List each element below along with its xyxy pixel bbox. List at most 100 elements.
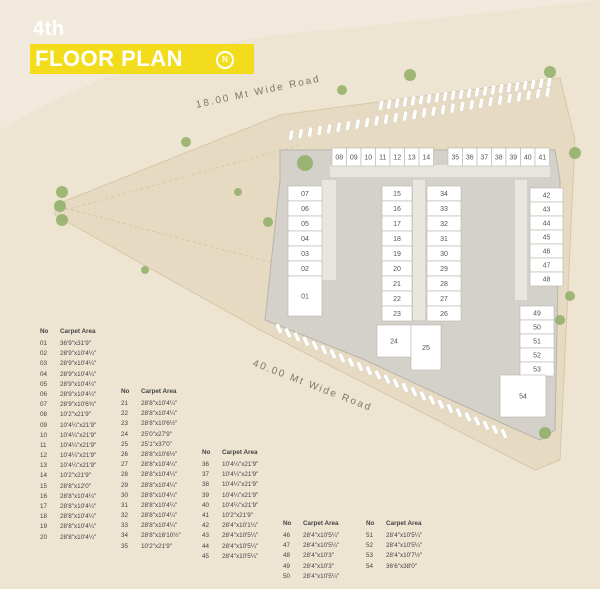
- unit-no: 42: [202, 522, 210, 530]
- unit-01: 01: [287, 275, 323, 317]
- unit-no: 04: [40, 370, 48, 378]
- unit-no: 50: [283, 572, 291, 580]
- unit-no: 41: [202, 511, 210, 519]
- unit-13: 13: [404, 147, 420, 167]
- carpet-area: 28'8"x10'6½": [141, 450, 178, 458]
- carpet-area: 28'8"x10'4¼": [141, 471, 178, 479]
- unit-27: 27: [426, 290, 462, 307]
- page-title: FLOOR PLAN: [35, 46, 183, 71]
- unit-17: 17: [381, 215, 413, 232]
- unit-54: 54: [499, 374, 547, 418]
- unit-42: 42: [529, 187, 564, 203]
- table-row: 30 28'8"x10'4¼": [121, 491, 181, 501]
- unit-label: 39: [509, 155, 517, 162]
- unit-51: 51: [519, 333, 555, 349]
- unit-18: 18: [381, 230, 413, 247]
- unit-label: 16: [393, 206, 401, 213]
- unit-52: 52: [519, 347, 555, 363]
- unit-08: 08: [331, 147, 347, 167]
- unit-label: 29: [440, 266, 448, 273]
- unit-no: 24: [121, 430, 129, 438]
- unit-38: 38: [491, 147, 507, 167]
- carpet-area: 25'0"x27'9": [141, 430, 173, 438]
- unit-label: 04: [301, 236, 309, 243]
- unit-04: 04: [287, 230, 323, 247]
- unit-label: 10: [364, 155, 372, 162]
- unit-no: 23: [121, 420, 129, 428]
- unit-label: 18: [393, 236, 401, 243]
- unit-30: 30: [426, 245, 462, 262]
- carpet-area: 10'4¼"x21'9": [60, 421, 97, 429]
- unit-label: 23: [393, 311, 401, 318]
- carpet-area: 28'8"x10'4¼": [141, 491, 178, 499]
- unit-no: 54: [366, 562, 374, 570]
- header-no: No: [366, 520, 375, 527]
- header-area: Carpet Area: [303, 520, 339, 527]
- unit-label: 09: [350, 155, 358, 162]
- carpet-area: 36'9"x31'9": [60, 340, 92, 347]
- unit-32: 32: [426, 215, 462, 232]
- unit-12: 12: [389, 147, 405, 167]
- unit-no: 32: [121, 512, 129, 520]
- table-row: 41 10'2"x21'9": [202, 511, 258, 521]
- unit-02: 02: [287, 260, 323, 277]
- carpet-area: 28'4"x10'5¼": [303, 572, 340, 580]
- unit-no: 38: [202, 481, 210, 489]
- unit-no: 10: [40, 431, 48, 439]
- unit-no: 17: [40, 503, 48, 510]
- unit-no: 31: [121, 501, 129, 509]
- carpet-area: 10'2"x21'9": [222, 511, 254, 519]
- unit-label: 12: [393, 155, 401, 162]
- carpet-area: 10'2"x21'9": [141, 542, 173, 550]
- unit-no: 30: [121, 491, 129, 499]
- unit-label: 13: [408, 155, 416, 162]
- unit-label: 05: [301, 221, 309, 228]
- unit-label: 54: [519, 394, 527, 401]
- unit-no: 49: [283, 562, 291, 570]
- unit-47: 47: [529, 257, 564, 273]
- unit-no: 39: [202, 491, 210, 499]
- unit-no: 03: [40, 360, 48, 368]
- unit-label: 07: [301, 191, 309, 198]
- unit-46: 46: [529, 243, 564, 259]
- unit-label: 43: [543, 207, 551, 214]
- unit-label: 22: [393, 296, 401, 303]
- unit-label: 08: [335, 155, 343, 162]
- unit-no: 16: [40, 492, 48, 500]
- unit-label: 11: [379, 155, 386, 162]
- carpet-area: 28'4"x10'5¼": [303, 542, 340, 550]
- unit-label: 20: [393, 266, 401, 273]
- unit-label: 53: [533, 367, 541, 374]
- carpet-area: 28'4"x10'5¼": [386, 532, 423, 539]
- unit-43: 43: [529, 201, 564, 217]
- carpet-area: 28'4"x10'5¼": [222, 532, 259, 540]
- unit-06: 06: [287, 200, 323, 217]
- unit-23: 23: [381, 305, 413, 322]
- unit-19: 19: [381, 245, 413, 262]
